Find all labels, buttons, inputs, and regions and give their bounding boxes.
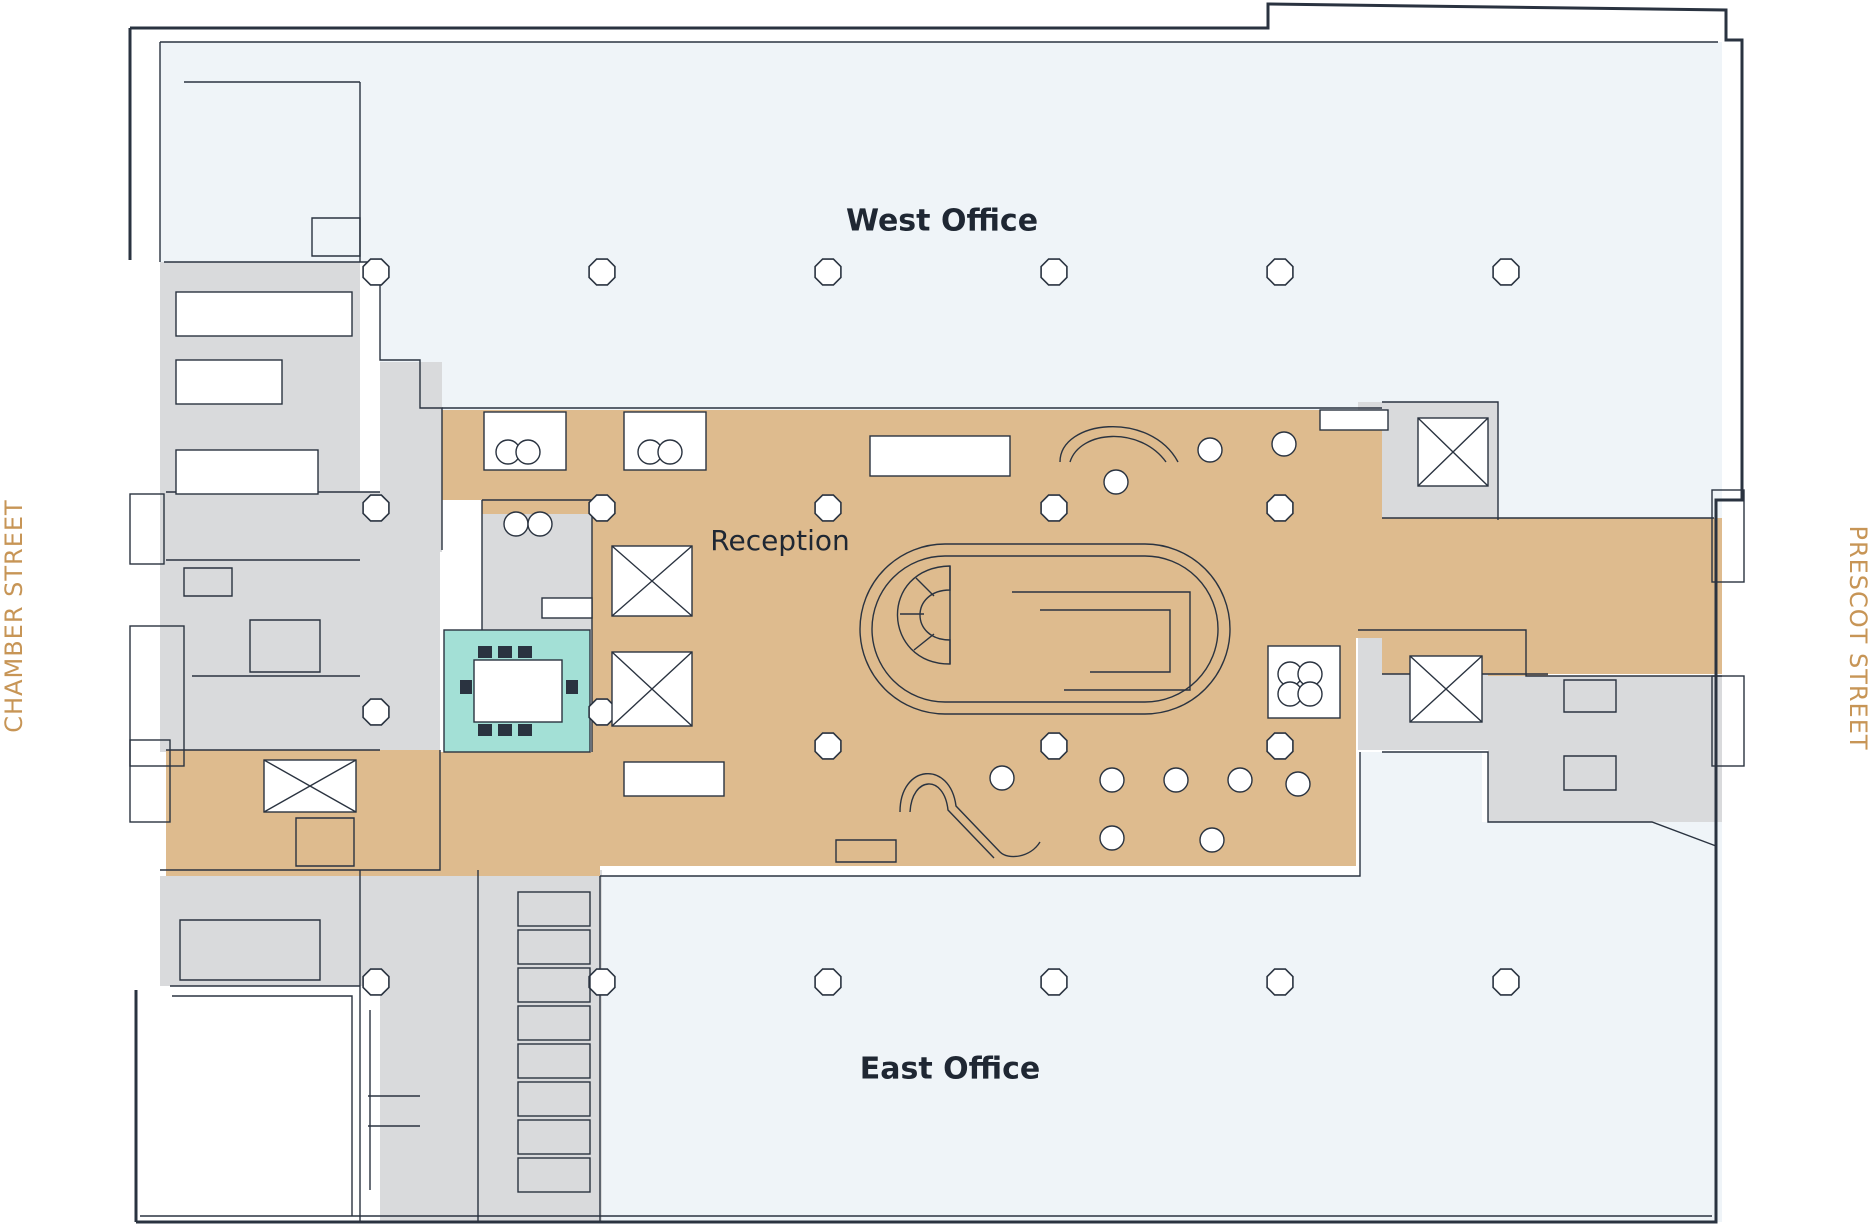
column [1040, 258, 1068, 286]
column [362, 258, 390, 286]
lifts [263, 417, 1489, 813]
circulation-areas [166, 410, 1722, 876]
column [1040, 494, 1068, 522]
round-table [989, 765, 1015, 791]
toilet-cubicle [517, 1119, 591, 1155]
toilet-cubicle [517, 967, 591, 1003]
column [814, 968, 842, 996]
column [362, 698, 390, 726]
column [362, 968, 390, 996]
toilet-cubicle [517, 929, 591, 965]
toilet-cubicle [517, 891, 591, 927]
column [1266, 258, 1294, 286]
office-areas [160, 42, 1722, 1222]
column [1492, 968, 1520, 996]
round-table [527, 511, 553, 537]
column [588, 494, 616, 522]
outer-walls [128, 2, 1745, 1224]
toilet-cubicle [517, 1157, 591, 1193]
column [1492, 258, 1520, 286]
column [814, 258, 842, 286]
column [814, 494, 842, 522]
round-table [657, 439, 683, 465]
east-office-area [600, 752, 1722, 1222]
column [814, 732, 842, 760]
round-table [1103, 469, 1129, 495]
west-office-label: West Office [846, 204, 1038, 239]
round-table [1099, 825, 1125, 851]
feature-stairs [183, 217, 1617, 867]
west-office-area [160, 42, 1722, 520]
prescot-street-label: PRESCOT STREET [1844, 525, 1872, 751]
round-table [1099, 767, 1125, 793]
columns [362, 258, 1520, 996]
round-table [515, 439, 541, 465]
column [588, 698, 616, 726]
round-table [1199, 827, 1225, 853]
round-table [1227, 767, 1253, 793]
column [588, 258, 616, 286]
column [1266, 968, 1294, 996]
reception-label: Reception [710, 524, 849, 557]
round-table [1297, 681, 1323, 707]
toilet-cubicle [517, 1081, 591, 1117]
chamber-street-label: CHAMBER STREET [0, 499, 28, 733]
round-table [503, 511, 529, 537]
round-table [1197, 437, 1223, 463]
column [1266, 494, 1294, 522]
column [1040, 732, 1068, 760]
round-table [1285, 771, 1311, 797]
round-table [1163, 767, 1189, 793]
east-office-label: East Office [860, 1052, 1040, 1087]
central-atrium [859, 543, 1231, 715]
column [1040, 968, 1068, 996]
column [1266, 732, 1294, 760]
column [362, 494, 390, 522]
column [588, 968, 616, 996]
round-table [1271, 431, 1297, 457]
toilet-cubicles [517, 891, 591, 1193]
round-tables [495, 431, 1323, 853]
toilet-cubicle [517, 1043, 591, 1079]
toilet-cubicle [517, 1005, 591, 1041]
